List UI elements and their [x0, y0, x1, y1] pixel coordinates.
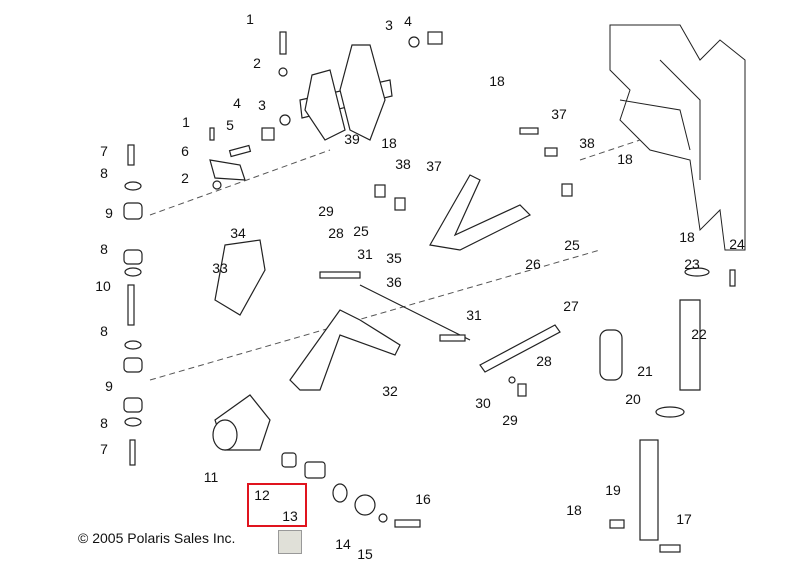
callout-23: 25	[353, 223, 369, 239]
callout-31: 33	[212, 260, 228, 276]
callout-47: 8	[100, 415, 108, 431]
callout-14: 6	[181, 143, 189, 159]
upper-a-arm	[374, 127, 573, 251]
callout-56: 14	[335, 536, 351, 552]
callout-15: 38	[395, 156, 411, 172]
callout-49: 11	[204, 469, 219, 485]
callout-44: 30	[475, 395, 491, 411]
bushings	[281, 452, 421, 528]
callout-11: 39	[344, 131, 360, 147]
callout-52: 12	[254, 487, 270, 503]
tie-rod	[479, 324, 561, 397]
callout-13: 18	[381, 135, 397, 151]
lower-a-arm	[289, 271, 471, 391]
highlight-box-12-13	[247, 483, 307, 527]
callout-0: 1	[246, 11, 254, 27]
callout-26: 24	[729, 236, 745, 252]
callout-21: 29	[318, 203, 334, 219]
spindle	[212, 239, 271, 451]
callout-19: 2	[181, 170, 189, 186]
callout-37: 22	[691, 326, 707, 342]
callout-30: 23	[684, 256, 700, 272]
callout-39: 8	[100, 323, 108, 339]
callout-43: 32	[382, 383, 398, 399]
callout-12: 7	[100, 143, 108, 159]
callout-46: 29	[502, 412, 518, 428]
frame	[609, 24, 746, 251]
callout-40: 21	[637, 363, 653, 379]
color-swatch	[278, 530, 302, 554]
callout-36: 27	[563, 298, 579, 314]
callout-50: 19	[605, 482, 621, 498]
callout-28: 25	[564, 237, 580, 253]
callout-22: 28	[328, 225, 344, 241]
callout-25: 18	[679, 229, 695, 245]
callout-53: 13	[282, 508, 298, 524]
callout-24: 34	[230, 225, 246, 241]
copyright-text: © 2005 Polaris Sales Inc.	[78, 530, 236, 546]
callout-55: 17	[676, 511, 692, 527]
callout-41: 28	[536, 353, 552, 369]
callout-51: 16	[415, 491, 431, 507]
callout-10: 38	[579, 135, 595, 151]
callout-32: 31	[357, 246, 373, 262]
callout-45: 20	[625, 391, 641, 407]
callout-29: 26	[525, 256, 541, 272]
callout-3: 2	[253, 55, 261, 71]
callout-35: 10	[95, 278, 111, 294]
callout-6: 3	[258, 97, 266, 113]
callout-33: 35	[386, 250, 402, 266]
left-column-parts	[123, 144, 143, 466]
callout-9: 37	[551, 106, 567, 122]
shock	[599, 267, 736, 553]
callout-38: 31	[466, 307, 482, 323]
callout-5: 4	[233, 95, 241, 111]
callout-57: 15	[357, 546, 373, 562]
callout-1: 4	[404, 13, 412, 29]
callout-48: 7	[100, 441, 108, 457]
callout-17: 18	[617, 151, 633, 167]
callout-16: 37	[426, 158, 442, 174]
callout-27: 8	[100, 241, 108, 257]
callout-54: 18	[566, 502, 582, 518]
callout-8: 5	[226, 117, 234, 133]
callout-7: 1	[182, 114, 190, 130]
callout-2: 3	[385, 17, 393, 33]
steering-post	[209, 31, 443, 190]
callout-34: 36	[386, 274, 402, 290]
callout-4: 18	[489, 73, 505, 89]
callout-20: 9	[105, 205, 113, 221]
callout-18: 8	[100, 165, 108, 181]
callout-42: 9	[105, 378, 113, 394]
